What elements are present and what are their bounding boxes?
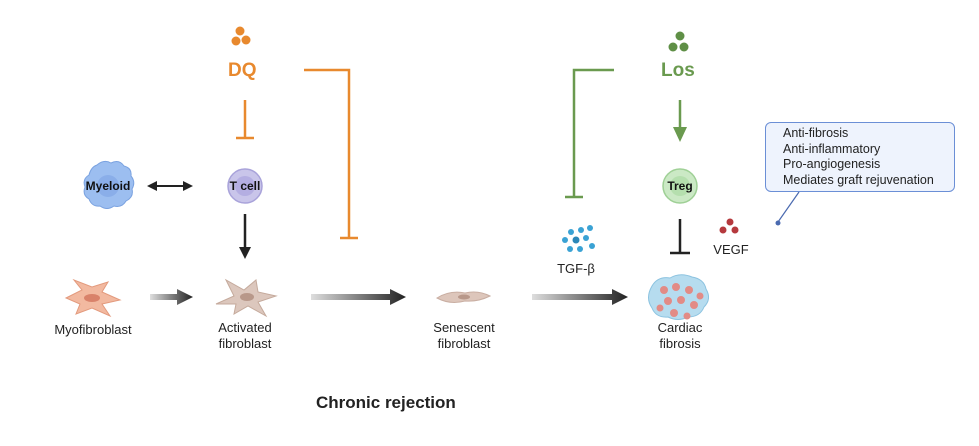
activated-fibroblast-label: Activated fibroblast xyxy=(200,320,290,352)
dq-inhibits-senescence xyxy=(304,68,358,240)
callout-item: Mediates graft rejuvenation xyxy=(783,172,934,187)
los-activates-treg xyxy=(673,100,687,142)
tcell-activates-fibroblast-arrow xyxy=(239,214,251,259)
activated-label-line1: Activated xyxy=(218,320,272,335)
los-inhibits-tgf xyxy=(565,68,614,199)
dq-label: DQ xyxy=(228,60,257,81)
progression-arrow-3 xyxy=(532,289,628,305)
vegf-molecules-icon xyxy=(719,218,739,234)
treg-label: Treg xyxy=(667,179,693,193)
senescent-label-line1: Senescent xyxy=(433,320,495,335)
cardiac-label-line1: Cardiac xyxy=(657,320,703,335)
cardiac-fibrosis-icon xyxy=(648,274,710,320)
myeloid-cell-icon xyxy=(83,160,135,209)
treg-icon xyxy=(662,168,698,204)
activated-fibroblast-icon xyxy=(215,278,278,318)
callout-item: Pro-angiogenesis xyxy=(783,157,881,171)
myofibroblast-label: Myofibroblast xyxy=(54,322,132,337)
los-label: Los xyxy=(661,60,695,81)
senescent-fibroblast-icon xyxy=(435,291,492,303)
senescent-fibroblast-label: Senescent fibroblast xyxy=(419,320,509,352)
myeloid-label: Myeloid xyxy=(85,179,131,193)
los-molecule-icon xyxy=(668,31,689,52)
callout-item: Anti-fibrosis xyxy=(783,126,849,140)
treg-effects-callout: Anti-fibrosis Anti-inflammatory Pro-angi… xyxy=(765,122,955,192)
myofibroblast-icon xyxy=(64,278,122,318)
progression-arrow-2 xyxy=(311,289,406,305)
callout-item: Anti-inflammatory xyxy=(783,141,881,156)
tgf-beta-molecules-icon xyxy=(562,225,595,252)
cardiac-fibrosis-label: Cardiac fibrosis xyxy=(640,320,720,352)
diagram-title: Chronic rejection xyxy=(316,393,456,412)
tcell-label: T cell xyxy=(229,179,261,193)
activated-label-line2: fibroblast xyxy=(218,336,272,351)
tgf-beta-label: TGF-β xyxy=(557,261,595,276)
dq-inhibits-tcell xyxy=(236,100,254,140)
dq-molecule-icon xyxy=(231,26,251,46)
senescent-label-line2: fibroblast xyxy=(437,336,491,351)
progression-arrow-1 xyxy=(150,289,193,305)
myeloid-tcell-arrow xyxy=(147,181,193,191)
cardiac-label-line2: fibrosis xyxy=(659,336,701,351)
callout-pointer xyxy=(775,191,800,226)
treg-inhibits-fibrosis xyxy=(670,219,690,255)
vegf-label: VEGF xyxy=(713,242,749,257)
tcell-icon xyxy=(227,168,263,204)
